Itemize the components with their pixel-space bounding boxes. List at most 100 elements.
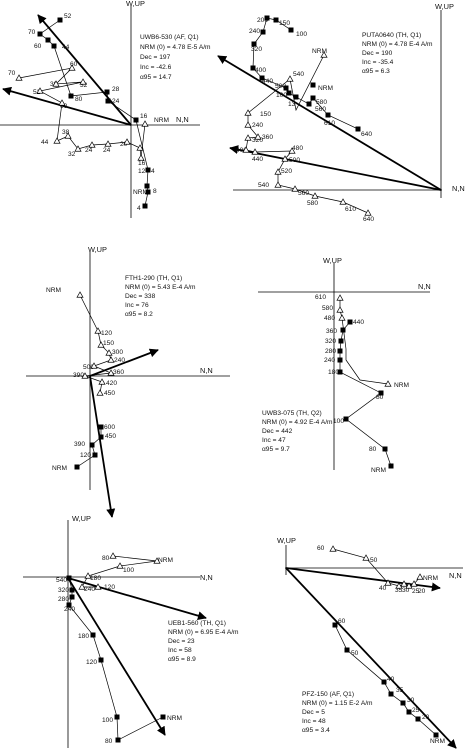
point-label: 40 xyxy=(379,585,387,592)
filled-square-marker xyxy=(293,94,299,100)
info-box: PFZ-150 (AF, Q1) NRM (0) = 1.15 E-2 A/m … xyxy=(302,691,373,734)
open-triangle-marker xyxy=(58,99,66,106)
filled-square-marker xyxy=(160,714,166,720)
info-line: α95 = 14.7 xyxy=(140,74,172,81)
open-triangle-marker xyxy=(52,80,60,87)
open-triangle-marker xyxy=(244,121,252,128)
filled-square-marker xyxy=(337,348,343,354)
point-label: 150 xyxy=(260,111,271,118)
info-line: UWB6-530 (AF, Q1) xyxy=(140,34,199,41)
point-label: 100 xyxy=(276,92,287,99)
open-triangle-marker xyxy=(336,294,344,301)
fit-line xyxy=(285,567,441,592)
open-triangle-marker xyxy=(416,573,424,580)
info-line: Dec = 190 xyxy=(362,50,393,57)
open-triangle-marker xyxy=(68,64,76,71)
point-label: NRM xyxy=(154,117,169,124)
axis-label-up: W,UP xyxy=(72,514,91,523)
open-triangle-marker xyxy=(107,356,115,363)
point-label: 25 xyxy=(412,707,420,714)
point-label: 600 xyxy=(104,424,115,431)
filled-square-marker xyxy=(406,709,412,715)
point-label: 150 xyxy=(103,340,114,347)
open-triangle-marker xyxy=(78,583,86,590)
point-label: 500 xyxy=(275,83,286,90)
filled-square-marker xyxy=(433,732,439,738)
info-line: Inc = 76 xyxy=(125,302,149,309)
open-triangle-marker xyxy=(311,192,319,199)
filled-square-marker xyxy=(57,17,63,23)
open-triangle-marker xyxy=(137,154,145,161)
info-line: α95 = 8.9 xyxy=(168,656,196,663)
point-label: 44 xyxy=(62,44,70,51)
panel-puta0640: W,UP N,N PUTA0640 (TH, Q1) NRM (0) = 4.7… xyxy=(217,2,465,223)
point-label: NRM xyxy=(430,738,445,745)
point-label: 440 xyxy=(252,156,263,163)
open-triangle-marker xyxy=(405,582,413,589)
open-triangle-marker xyxy=(53,137,61,144)
point-label: 40 xyxy=(387,676,395,683)
filled-square-marker xyxy=(325,112,331,118)
point-label: 300 xyxy=(112,349,123,356)
point-label: 180 xyxy=(328,369,339,376)
point-label: 610 xyxy=(345,206,356,213)
info-line: Inc = 58 xyxy=(168,647,192,654)
filled-square-marker xyxy=(105,98,111,104)
info-line: NRM (0) = 5.43 E-4 A/m xyxy=(125,284,196,291)
point-label: 440 xyxy=(262,78,273,85)
axis-label-up: W,UP xyxy=(126,0,145,8)
point-label: NRM xyxy=(318,85,333,92)
fit-line xyxy=(37,14,132,126)
point-label: 50 xyxy=(351,650,359,657)
marker-layer xyxy=(15,15,439,743)
point-label: 16 xyxy=(138,160,146,167)
axis-label-up: W,UP xyxy=(88,245,107,254)
open-triangle-marker xyxy=(76,291,84,298)
open-triangle-marker xyxy=(338,314,346,321)
filled-square-marker xyxy=(114,714,120,720)
axis-label-right: N,N xyxy=(418,282,431,291)
open-triangle-marker xyxy=(384,380,392,387)
filled-square-marker xyxy=(98,434,104,440)
panel-fth1-290: W,UP N,N FTH1-290 (TH, Q1) NRM (0) = 5.4… xyxy=(26,245,230,518)
axis-label-right: N,N xyxy=(200,573,213,582)
point-label: 540 xyxy=(56,577,67,584)
filled-square-marker xyxy=(337,357,343,363)
open-triangle-marker xyxy=(291,185,299,192)
open-triangle-marker xyxy=(64,132,72,139)
info-line: Dec = 197 xyxy=(140,54,171,61)
panel-uwb6-530: W,UP N,N UWB6-530 (AF, Q1) NRM (0) = 4.7… xyxy=(0,0,211,218)
filled-square-marker xyxy=(273,17,279,23)
info-line: Inc = -42.6 xyxy=(140,64,172,71)
info-line: FTH1-290 (TH, Q1) xyxy=(125,275,182,282)
open-triangle-marker xyxy=(15,74,23,81)
info-box: PUTA0640 (TH, Q1) NRM (0) = 4.78 E-4 A/m… xyxy=(362,32,433,75)
filled-square-marker xyxy=(381,679,387,685)
point-label: 80 xyxy=(105,738,113,745)
open-triangle-marker xyxy=(74,145,82,152)
point-label: 20 xyxy=(422,714,430,721)
filled-square-marker xyxy=(332,622,338,628)
point-label: NRM xyxy=(167,715,182,722)
info-line: α95 = 9.7 xyxy=(262,446,290,453)
point-label: NRM xyxy=(371,467,386,474)
point-label: 80 xyxy=(102,555,110,562)
fit-line xyxy=(229,145,442,191)
open-triangle-marker xyxy=(274,168,282,175)
filled-square-marker xyxy=(264,15,270,21)
open-triangle-marker xyxy=(97,341,105,348)
open-triangle-marker xyxy=(364,209,372,216)
point-label: 520 xyxy=(281,168,292,175)
path-open xyxy=(81,555,158,588)
point-label: NRM xyxy=(423,575,438,582)
point-label: 580 xyxy=(322,305,333,312)
info-line: PUTA0640 (TH, Q1) xyxy=(362,32,421,39)
point-label: 560 xyxy=(298,190,309,197)
point-label: 4 xyxy=(151,168,155,175)
point-label: 30 xyxy=(407,697,415,704)
info-line: Dec = 23 xyxy=(168,638,195,645)
filled-square-marker xyxy=(347,319,353,325)
open-triangle-marker xyxy=(251,148,259,155)
point-label: 240 xyxy=(324,357,335,364)
open-triangle-marker xyxy=(320,51,328,58)
